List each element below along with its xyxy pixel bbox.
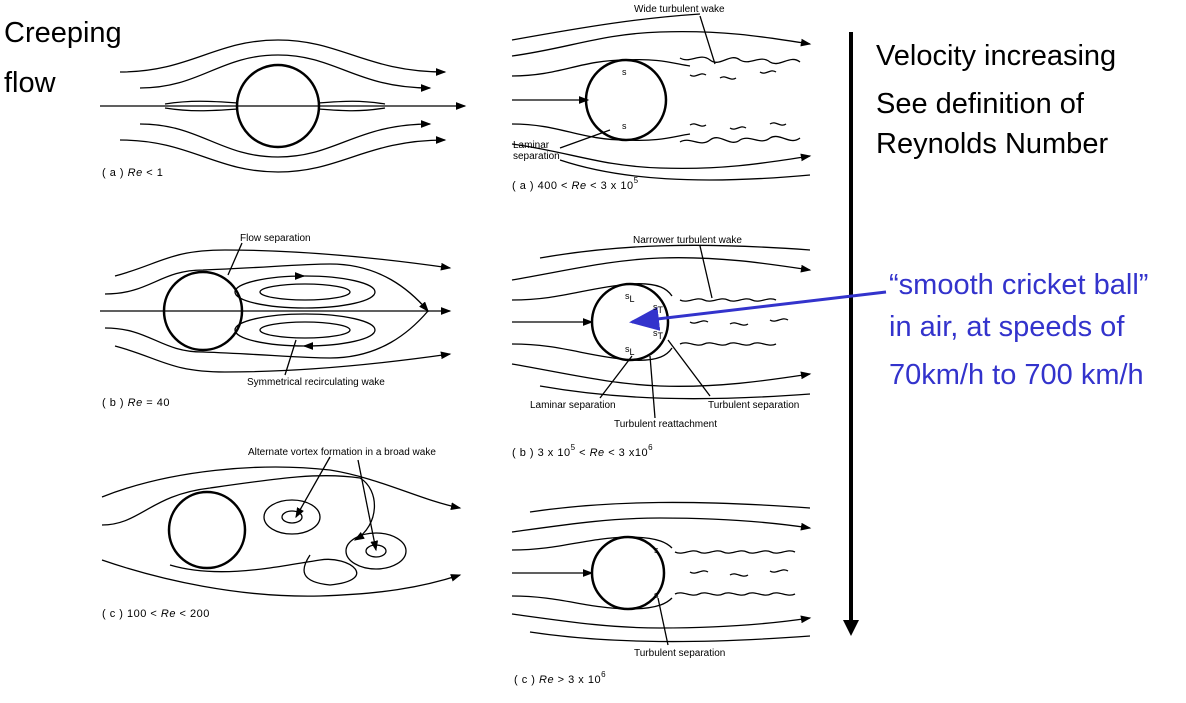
label-separation: separation [513,151,560,162]
velocity-increasing-label: Velocity increasing [876,40,1117,72]
s-marker: s [622,121,627,131]
label-wide-turbulent-wake: Wide turbulent wake [634,4,725,15]
caption-right-a: ( a ) 400 < Re < 3 x 105 [512,176,639,192]
panel-right-b [511,244,812,419]
cricket-note-line2: in air, at speeds of [889,311,1125,343]
caption-flow: flow [4,67,56,99]
s-marker: s [622,67,627,77]
panel-right-c [511,501,812,646]
s-l-marker: sL [625,344,635,357]
caption-right-c: ( c ) Re > 3 x 106 [514,670,606,686]
velocity-arrow-head [843,620,859,636]
caption-left-b: ( b ) Re = 40 [102,397,170,409]
cylinder-left-c [167,490,247,570]
s-marker: s [654,590,659,600]
label-turbulent-separation-c: Turbulent separation [634,648,725,659]
label-laminar: Laminar [513,140,550,151]
panel-left-b [100,242,452,376]
label-flow-separation: Flow separation [240,233,311,244]
label-turbulent-separation: Turbulent separation [708,400,799,411]
label-narrower-turbulent-wake: Narrower turbulent wake [633,235,742,246]
panel-right-a [511,13,812,181]
caption-left-a: ( a ) Re < 1 [102,167,163,179]
label-turbulent-reattachment: Turbulent reattachment [614,419,717,430]
panel-left-a [100,39,467,173]
s-l-marker: sL [625,291,635,304]
reynolds-number-label: Reynolds Number [876,128,1109,160]
cricket-note-line1: “smooth cricket ball” [889,269,1149,301]
panel-left-c [101,456,462,597]
see-definition-label: See definition of [876,88,1084,120]
s-marker: s [654,545,659,555]
cricket-ball-pointer-arrow [629,290,887,331]
s-t-marker: sT [653,302,664,315]
label-laminar-separation: Laminar separation [530,400,616,411]
s-t-marker: sT [653,328,664,341]
cricket-note-line3: 70km/h to 700 km/h [889,359,1144,391]
caption-right-b: ( b ) 3 x 105 < Re < 3 x106 [512,443,653,459]
caption-creeping: Creeping [4,17,122,49]
caption-left-c: ( c ) 100 < Re < 200 [102,608,210,620]
label-symmetrical-wake: Symmetrical recirculating wake [247,377,385,388]
label-alternate-vortex: Alternate vortex formation in a broad wa… [248,447,436,458]
